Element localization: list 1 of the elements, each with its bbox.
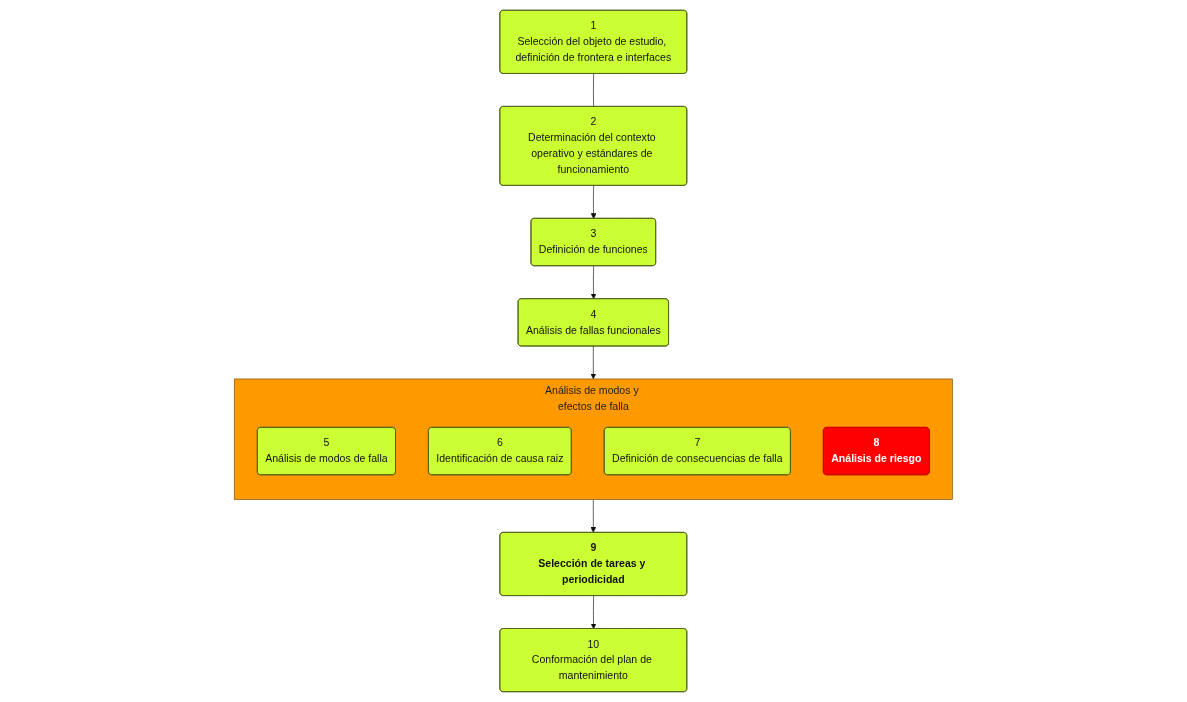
connector xyxy=(593,73,595,108)
